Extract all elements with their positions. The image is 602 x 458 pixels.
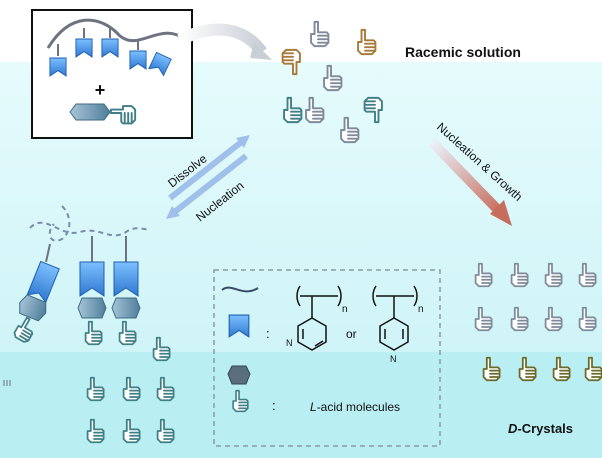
backbone-legend-icon [221, 286, 259, 293]
left-polymer-assembly [11, 205, 171, 362]
left-edge-marks [3, 380, 11, 386]
poly-2-vinylpyridine-structure [296, 285, 342, 351]
legend-lacid-text: L-acid molecules [310, 400, 400, 414]
arrowhead-icon [250, 42, 272, 60]
poly-4-vinylpyridine-structure [372, 285, 418, 351]
legend-colon-tag: : [266, 326, 270, 341]
legend-n2: n [418, 304, 424, 315]
d-crystals-hand-grid [474, 262, 602, 382]
nucleation-growth-arrow [428, 138, 512, 226]
pyridine-n1: N [286, 338, 293, 348]
dissolve-nucleation-arrows [166, 135, 250, 219]
polymer-chain-icon [46, 18, 187, 49]
racemic-solution-label: Racemic solution [405, 44, 521, 60]
legend-box: n N n N or : : L-acid molecules [213, 269, 441, 447]
lacid-legend-icon [227, 365, 251, 413]
legend-n1: n [342, 304, 348, 315]
nucleation-label: Nucleation [193, 178, 246, 224]
pyridine-tag-icon [228, 314, 250, 338]
legend-colon-lacid: : [272, 398, 276, 413]
d-crystals-label: D-Crystals [508, 421, 573, 436]
inset-box: + [31, 9, 193, 139]
racemic-solution-hands [281, 20, 383, 144]
pyridine-n2: N [390, 354, 397, 364]
lacid-hand-grid [86, 376, 175, 444]
legend-or: or [346, 327, 357, 341]
lacid-molecule-icon [69, 103, 137, 125]
plus-sign: + [95, 80, 106, 100]
